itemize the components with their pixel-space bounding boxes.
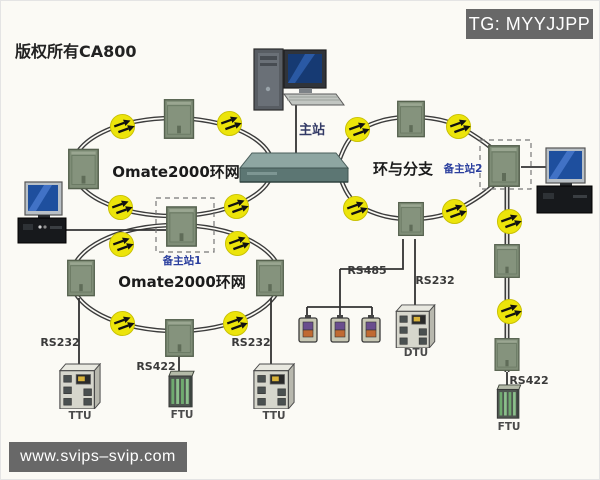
tg-watermark-badge: TG: MYYJJPP [466, 9, 593, 39]
rs422-bottom-label: RS422 [136, 360, 175, 373]
fiber-node-icon [496, 298, 523, 325]
backup2-label: 备主站2 [443, 162, 483, 175]
comm-module-ring3-top [397, 100, 425, 138]
comm-module-ring3-bottom [398, 201, 424, 237]
ethernet-switch [238, 152, 350, 183]
comm-module-chain-2 [494, 338, 520, 371]
ftu-right-device [496, 384, 522, 419]
serial-links [66, 105, 549, 385]
comm-module-ring2-bottom [165, 319, 194, 357]
comm-unit-icon [536, 185, 593, 214]
ring2-label: Omate2000环网 [118, 273, 246, 291]
fiber-node-icon [222, 310, 249, 337]
rs232-dtu-label: RS232 [415, 274, 454, 287]
fiber-node-icon [107, 194, 134, 221]
rs485-label: RS485 [347, 264, 386, 277]
meter-terminal-icon [361, 315, 381, 343]
comm-module-ring1-top [163, 99, 195, 139]
fiber-node-icon [109, 113, 136, 140]
comm-module-backup1 [166, 206, 197, 247]
master-station-pc [253, 48, 345, 111]
right-workstation [536, 147, 593, 214]
rs422-right-label: RS422 [509, 374, 548, 387]
rs485-bus-line [306, 239, 404, 317]
ttu-left-label: TTU [68, 410, 91, 422]
comm-module-ring1-left [68, 148, 99, 190]
left-workstation [17, 181, 67, 244]
comm-module-ring2-left [67, 259, 95, 297]
ftu-bottom-device [168, 370, 195, 408]
backup1-dashed-box [155, 197, 215, 253]
comm-unit-icon [17, 217, 67, 244]
fiber-node-icon [224, 230, 251, 257]
ring3-label: 环与分支 [373, 160, 434, 178]
ftu-bottom-label: FTU [171, 409, 194, 421]
ftu-right-label: FTU [498, 421, 521, 433]
fiber-node-icon [445, 113, 472, 140]
fiber-node-icon [342, 195, 369, 222]
fiber-node-icon [496, 208, 523, 235]
site-watermark-badge: www.svips–svip.com [9, 442, 187, 472]
dtu-device [395, 304, 436, 348]
comm-module-chain-1 [493, 244, 521, 278]
copyright-text: 版权所有CA800 [14, 42, 137, 61]
fiber-node-icon [441, 198, 468, 225]
ring1-label: Omate2000环网 [112, 163, 240, 181]
master-station-label: 主站 [299, 122, 325, 138]
meter-terminal-icon [330, 315, 350, 343]
backup2-dashed-box [479, 139, 532, 190]
dtu-label: DTU [404, 347, 428, 359]
ttu-right-label: TTU [262, 410, 285, 422]
rs232-right-label: RS232 [231, 336, 270, 349]
ttu-right-device [253, 363, 295, 409]
fiber-node-icon [109, 310, 136, 337]
fiber-node-icon [344, 116, 371, 143]
meter-terminal-icon [298, 315, 318, 343]
comm-module-ring2-right [256, 259, 284, 297]
ttu-left-device [59, 363, 101, 409]
fiber-node-icon [108, 231, 135, 258]
backup1-label: 备主站1 [162, 254, 202, 267]
comm-module-backup2 [488, 145, 520, 187]
rs232-left-label: RS232 [40, 336, 79, 349]
